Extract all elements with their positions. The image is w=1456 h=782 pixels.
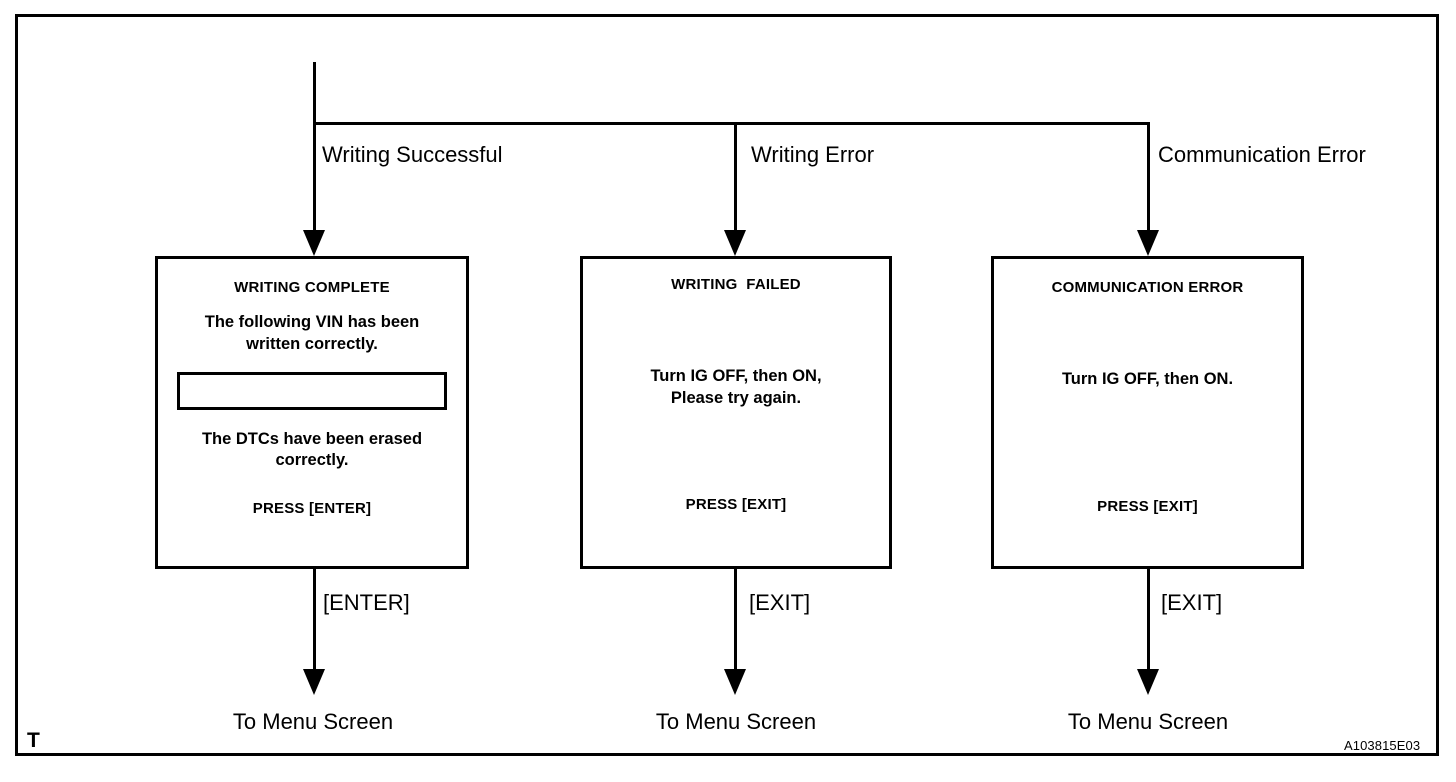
exit-1-key-label: [ENTER] bbox=[323, 590, 410, 615]
branch-2-drop-line bbox=[734, 122, 737, 237]
branch-1-arrowhead bbox=[303, 230, 325, 256]
exit-2-terminal-label: To Menu Screen bbox=[655, 709, 817, 734]
dialog-title: COMMUNICATION ERROR bbox=[1051, 279, 1244, 296]
branch-3-drop-line bbox=[1147, 122, 1150, 237]
vin-display-field[interactable] bbox=[177, 371, 447, 410]
dialog-footer-prompt: PRESS [EXIT] bbox=[1097, 497, 1198, 515]
exit-1-line bbox=[313, 569, 316, 675]
branch-3-arrowhead bbox=[1137, 230, 1159, 256]
exit-3-line bbox=[1147, 569, 1150, 675]
page-corner-marker: T bbox=[27, 729, 40, 752]
exit-2-arrowhead bbox=[724, 669, 746, 695]
exit-1-terminal-label: To Menu Screen bbox=[232, 709, 394, 734]
dialog-footer-prompt: PRESS [EXIT] bbox=[685, 495, 787, 513]
figure-reference-code: A103815E03 bbox=[1344, 738, 1421, 753]
figure-border bbox=[15, 14, 1439, 756]
exit-2-line bbox=[734, 569, 737, 675]
exit-1-arrowhead bbox=[303, 669, 325, 695]
dialog-communication-error: COMMUNICATION ERROR Turn IG OFF, then ON… bbox=[991, 256, 1304, 569]
exit-3-key-label: [EXIT] bbox=[1161, 590, 1223, 615]
dialog-footer-prompt: PRESS [ENTER] bbox=[252, 500, 372, 518]
branch-label-communication-error: Communication Error bbox=[1158, 142, 1366, 167]
dialog-writing-complete: WRITING COMPLETE The following VIN has b… bbox=[155, 256, 469, 569]
dialog-title: WRITING COMPLETE bbox=[234, 279, 390, 296]
exit-3-arrowhead bbox=[1137, 669, 1159, 695]
branch-1-drop-line bbox=[313, 122, 316, 237]
dialog-message-vin-written: The following VIN has been written corre… bbox=[204, 313, 420, 353]
branch-bus-line bbox=[313, 122, 1150, 125]
dialog-writing-failed: WRITING FAILED Turn IG OFF, then ON, Ple… bbox=[580, 256, 892, 569]
branch-2-arrowhead bbox=[724, 230, 746, 256]
dialog-title: WRITING FAILED bbox=[671, 276, 801, 293]
branch-label-writing-successful: Writing Successful bbox=[322, 142, 503, 167]
dialog-message-ig-cycle: Turn IG OFF, then ON. bbox=[1061, 370, 1234, 388]
trunk-line-incoming bbox=[313, 62, 316, 124]
exit-3-terminal-label: To Menu Screen bbox=[1067, 709, 1229, 734]
dialog-message-retry: Turn IG OFF, then ON, Please try again. bbox=[650, 367, 822, 407]
branch-label-writing-error: Writing Error bbox=[751, 142, 875, 167]
dialog-message-dtc-erased: The DTCs have been erased correctly. bbox=[201, 429, 423, 470]
exit-2-key-label: [EXIT] bbox=[749, 590, 811, 615]
